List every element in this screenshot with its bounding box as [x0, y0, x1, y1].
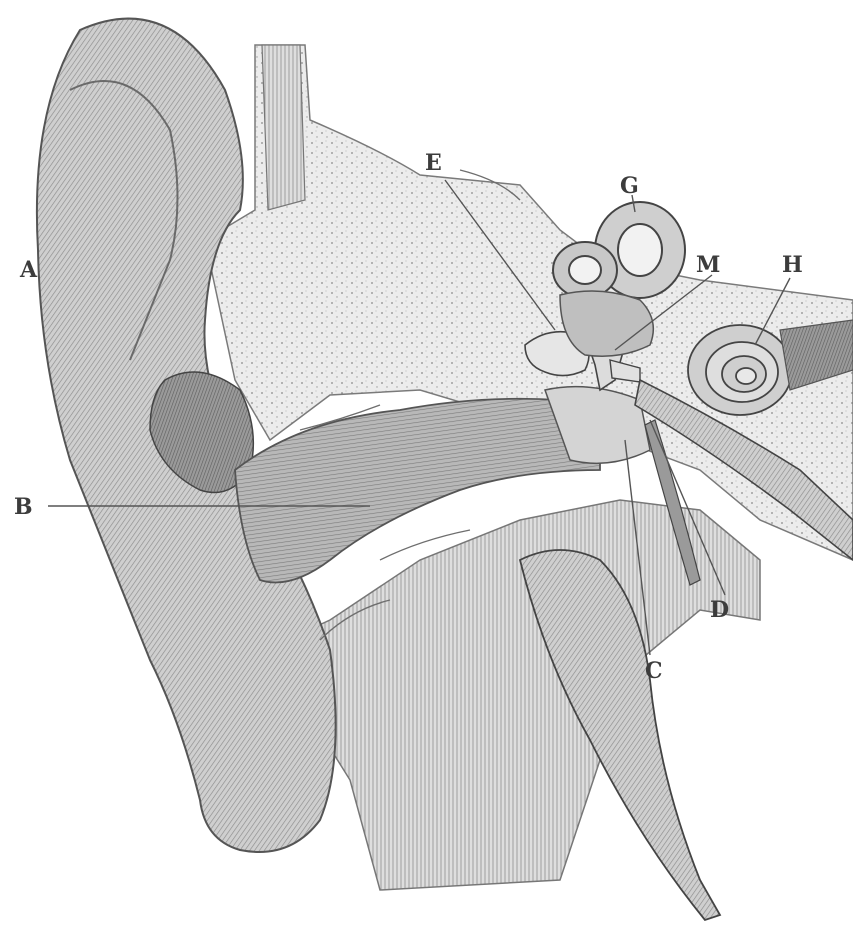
label-h: H: [782, 252, 804, 278]
label-a: A: [19, 257, 38, 283]
label-d: D: [710, 597, 730, 623]
label-c: C: [645, 658, 664, 684]
vestibule: [560, 291, 653, 356]
semicircular-canals: [553, 202, 685, 298]
cochlea: [688, 325, 792, 415]
label-m: M: [696, 252, 721, 278]
label-b: B: [14, 494, 34, 520]
scalp-tissue: [262, 45, 305, 210]
label-g: G: [620, 173, 640, 199]
label-e: E: [425, 150, 443, 176]
